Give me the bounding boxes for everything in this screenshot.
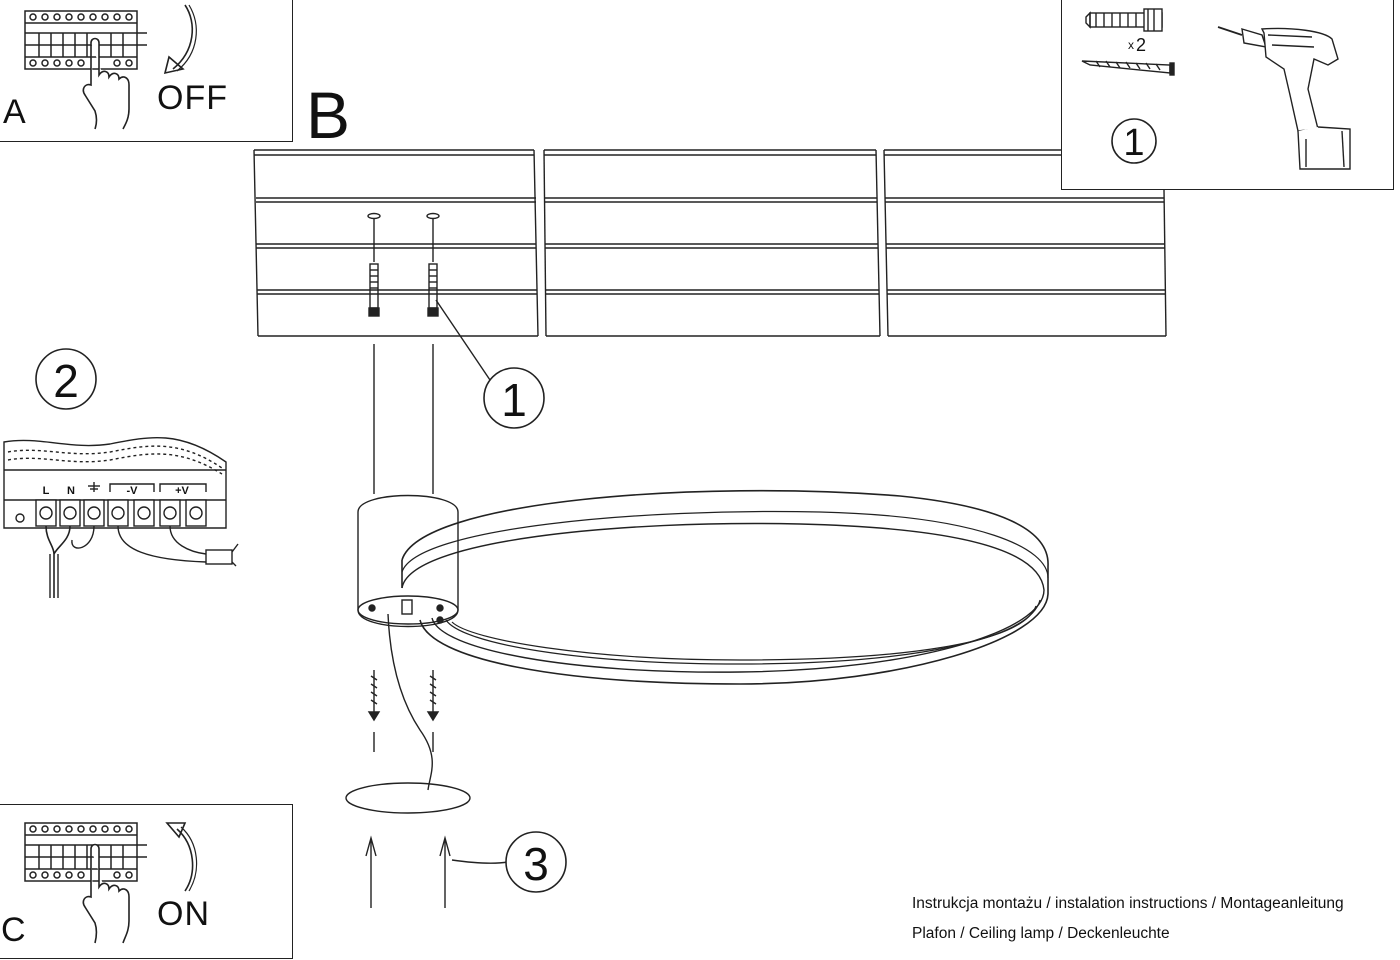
tools-panel: x 2 1 xyxy=(1061,0,1394,190)
ceiling-panel-left xyxy=(253,149,539,337)
caption-subtitle: Plafon / Ceiling lamp / Deckenleuchte xyxy=(912,925,1170,942)
lamp-ring xyxy=(401,489,1049,685)
step-c-letter: C xyxy=(1,911,26,949)
wall-plug-icon xyxy=(426,212,440,317)
screw-icon xyxy=(1081,60,1175,76)
caption-title: Instrukcja montażu / instalation instruc… xyxy=(912,895,1344,912)
terminal-minus-v-label: -V xyxy=(127,485,139,497)
step-a-letter: A xyxy=(3,93,26,131)
junction-box-cover xyxy=(345,782,471,814)
multiplier-x-label: x xyxy=(1128,38,1134,52)
wall-plug-icon xyxy=(1085,8,1163,32)
terminal-n-label: N xyxy=(67,485,75,497)
drill-icon xyxy=(1217,26,1351,170)
terminal-l-label: L xyxy=(43,485,50,497)
circuit-breaker-on-icon xyxy=(24,822,198,944)
terminal-plus-v-label: +V xyxy=(175,485,189,497)
screw-icon xyxy=(426,670,440,752)
curved-arrow-icon xyxy=(176,828,194,892)
lamp-canopy xyxy=(357,494,459,628)
ground-symbol-icon xyxy=(88,482,100,492)
curved-arrow-icon xyxy=(172,4,193,70)
ceiling-panel-middle xyxy=(543,149,881,337)
circuit-breaker-off-icon xyxy=(24,4,197,130)
step-b-letter: B xyxy=(306,78,351,152)
terminal-block xyxy=(35,499,207,527)
callout-1-main: 1 xyxy=(501,374,527,426)
ceiling-panel-right xyxy=(883,149,1167,337)
quantity-label: 2 xyxy=(1136,35,1146,55)
step-c-action: ON xyxy=(157,895,210,933)
step-c-panel: C ON xyxy=(0,804,293,959)
wall-plug-icon xyxy=(367,212,381,317)
power-supply-wiring-drawing: 2 xyxy=(3,348,239,598)
hand-icon xyxy=(82,37,130,130)
callout-2: 2 xyxy=(53,355,79,407)
hand-icon xyxy=(82,843,130,944)
callout-1-tools: 1 xyxy=(1123,122,1144,164)
step-a-action: OFF xyxy=(157,79,228,117)
screw-icon xyxy=(367,670,381,752)
step-a-panel: A OFF xyxy=(0,0,293,142)
tools-drawing: x 2 1 xyxy=(1081,8,1351,170)
callout-3: 3 xyxy=(523,838,549,890)
